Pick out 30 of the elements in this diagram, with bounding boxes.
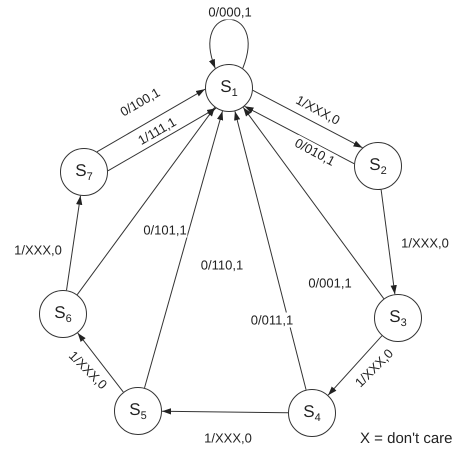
state-circle: S$_{6}$ [39, 290, 87, 338]
state-circle: S$_{3}$ [374, 294, 422, 342]
transition-arrow [76, 106, 216, 296]
transition-arrow [77, 332, 124, 393]
transition-arrow [234, 110, 307, 390]
transition-arrow [252, 90, 363, 148]
note: X = don't care [360, 430, 453, 447]
transition-arrow [244, 106, 355, 164]
edge-label: 1/XXX,0 [203, 430, 253, 446]
self-loop-arrow [209, 18, 249, 69]
edge-label: 0/000,1 [207, 4, 253, 20]
edge-label: 0/110,1 [200, 258, 244, 272]
edge-label: 0/001,1 [307, 276, 353, 290]
edge-label: 0/011,1 [250, 312, 294, 328]
transition-arrow [328, 335, 382, 396]
transition-arrow [66, 195, 82, 291]
edge-label: 1/XXX,0 [400, 236, 450, 250]
state-circle: S$_{1}$ [205, 64, 253, 112]
transition-arrow [107, 108, 217, 172]
state-circle: S$_{7}$ [60, 148, 108, 196]
edge-label: 0/101,1 [142, 222, 188, 238]
transition-arrow [96, 88, 206, 152]
transition-arrow [242, 106, 384, 300]
state-circle: S$_{2}$ [354, 142, 402, 190]
state-circle: S$_{5}$ [114, 387, 162, 435]
transition-arrow [144, 110, 224, 388]
state-circle: S$_{4}$ [288, 389, 336, 437]
edge-label: 1/XXX,0 [13, 242, 63, 258]
transition-arrow [380, 189, 397, 295]
transition-arrow [162, 408, 288, 415]
